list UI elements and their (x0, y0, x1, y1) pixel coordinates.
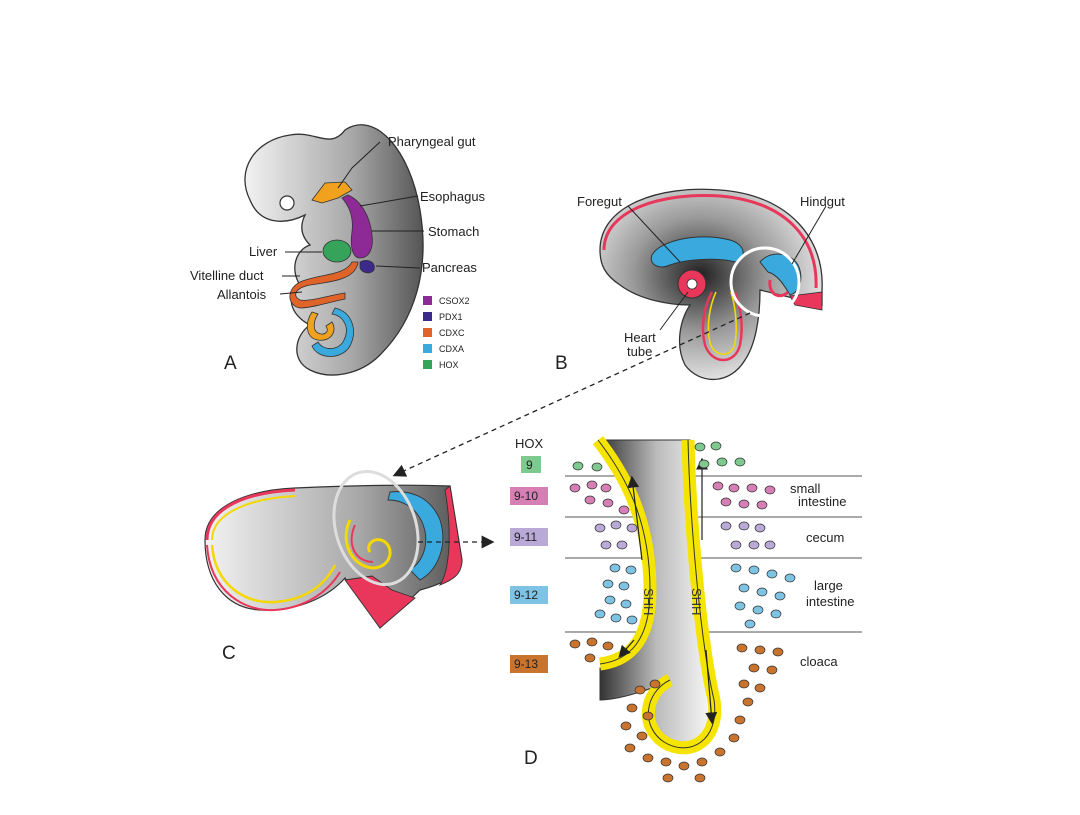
legend-swatch-hox (423, 360, 432, 369)
label-shh-right: SHH (689, 588, 704, 615)
region-intestine-2: intestine (806, 594, 854, 609)
embryo-b-foregut-tube (650, 236, 744, 268)
region-small: small (790, 481, 820, 496)
panel-label-c: C (222, 643, 236, 664)
hox-zone-9-11: 9-11 (510, 528, 548, 546)
mesenchyme-cells (569, 441, 796, 783)
label-heart-tube-1: Heart (624, 330, 656, 345)
hox-header: HOX (515, 436, 544, 451)
panel-c: C (204, 469, 463, 664)
embryo-b-hindgut-curl (768, 279, 790, 298)
svg-text:9-12: 9-12 (514, 588, 538, 602)
label-heart-tube-2: tube (627, 344, 652, 359)
hindgut-segment-orange (306, 311, 335, 341)
hox-zone-9-10: 9-10 (510, 487, 548, 505)
label-pharyngeal-gut: Pharyngeal gut (388, 134, 476, 149)
legend-swatch-cdxc (423, 328, 432, 337)
embryo-c-tail (344, 575, 416, 629)
panel-b: Foregut Hindgut Heart tube B (555, 188, 845, 381)
legend-swatch-pdx1 (423, 312, 432, 321)
hindgut-highlight-circle (729, 246, 801, 318)
hindgut-segment-blue (311, 307, 354, 357)
liver-bud (322, 239, 352, 263)
pharyngeal-gut-segment (311, 181, 353, 204)
legend-label-csox2: CSOX2 (439, 296, 470, 306)
legend: CSOX2 PDX1 CDXC CDXA HOX (423, 296, 470, 370)
pancreas-bud (359, 260, 375, 274)
legend-label-pdx1: PDX1 (439, 312, 463, 322)
panel-a: Pharyngeal gut Esophagus Stomach Liver P… (190, 124, 486, 376)
legend-label-cdxc: CDXC (439, 328, 465, 338)
region-large: large (814, 578, 843, 593)
hox-zone-9-12: 9-12 (510, 586, 548, 604)
svg-text:9-10: 9-10 (514, 489, 538, 503)
label-hindgut: Hindgut (800, 194, 845, 209)
label-vitelline-duct: Vitelline duct (190, 268, 264, 283)
label-allantois: Allantois (217, 287, 267, 302)
label-liver: Liver (249, 244, 278, 259)
panel-label-b: B (555, 353, 568, 374)
svg-text:9: 9 (526, 458, 533, 472)
arrow-b-to-c (392, 312, 751, 477)
hindgut-highlight-ellipse (332, 469, 420, 587)
label-foregut: Foregut (577, 194, 622, 209)
label-shh-left: SHH (641, 588, 656, 615)
region-intestine-1: intestine (798, 494, 846, 509)
label-stomach: Stomach (428, 224, 479, 239)
embryo-c-gut-curl (344, 519, 392, 570)
svg-text:9-13: 9-13 (514, 657, 538, 671)
legend-label-hox: HOX (439, 360, 459, 370)
midgut-segment (289, 261, 359, 309)
region-cecum: cecum (806, 530, 844, 545)
panel-label-d: D (524, 748, 538, 769)
hox-zone-9: 9 (521, 456, 541, 473)
label-pancreas: Pancreas (422, 260, 477, 275)
hox-zone-9-13: 9-13 (510, 655, 548, 673)
panel-d: SHH SHH (510, 436, 862, 783)
embryo-b-body (599, 188, 823, 381)
legend-swatch-cdxa (423, 344, 432, 353)
legend-swatch-csox2 (423, 296, 432, 305)
region-cloaca: cloaca (800, 654, 838, 669)
panel-label-a: A (224, 353, 237, 374)
embryo-b-ectoderm (602, 193, 818, 289)
esophagus-stomach-segment (341, 194, 373, 259)
otic-vesicle (279, 195, 295, 211)
label-esophagus: Esophagus (420, 189, 486, 204)
svg-text:9-11: 9-11 (514, 530, 537, 544)
legend-label-cdxa: CDXA (439, 344, 464, 354)
